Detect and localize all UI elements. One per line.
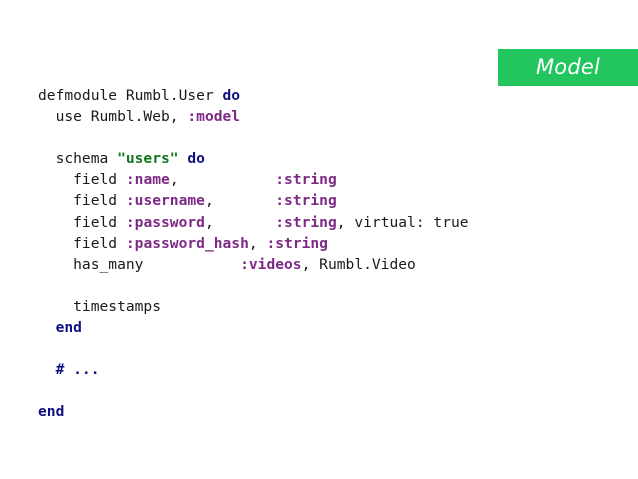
code-line bbox=[38, 338, 469, 359]
code-line: timestamps bbox=[38, 296, 469, 317]
code-line: schema "users" do bbox=[38, 148, 469, 169]
code-token-atom: :string bbox=[275, 171, 337, 189]
code-line: has_many :videos, Rumbl.Video bbox=[38, 254, 469, 275]
code-token-plain: , bbox=[204, 192, 276, 210]
code-token-atom: :string bbox=[275, 192, 337, 210]
code-token-plain bbox=[38, 361, 56, 378]
model-badge: Model bbox=[498, 49, 638, 86]
code-token-plain: defmodule Rumbl.User bbox=[38, 87, 223, 104]
code-line: # ... bbox=[38, 359, 469, 380]
code-token-plain: field bbox=[38, 171, 126, 189]
code-token-string: "users" bbox=[117, 150, 179, 168]
code-line: defmodule Rumbl.User do bbox=[38, 85, 469, 106]
code-token-comment: # ... bbox=[55, 361, 100, 379]
code-token-atom: :model bbox=[187, 108, 241, 126]
code-token-plain: use Rumbl.Web, bbox=[38, 108, 188, 126]
code-token-plain bbox=[38, 319, 56, 336]
code-token-keyword: end bbox=[38, 403, 65, 421]
code-token-keyword: do bbox=[187, 150, 205, 168]
code-token-atom: :password bbox=[125, 213, 205, 231]
code-token-atom: :password_hash bbox=[125, 234, 249, 252]
code-token-plain: , bbox=[204, 213, 276, 231]
code-line: field :name, :string bbox=[38, 169, 469, 190]
code-token-plain: , Rumbl.Video bbox=[301, 255, 416, 273]
code-token-plain: field bbox=[38, 213, 126, 231]
code-token-atom: :videos bbox=[240, 255, 302, 273]
code-line: field :password_hash, :string bbox=[38, 233, 469, 254]
code-token-plain: , bbox=[248, 234, 267, 252]
code-token-plain: , bbox=[169, 171, 276, 189]
code-line bbox=[38, 127, 469, 148]
code-line: end bbox=[38, 317, 469, 338]
code-line bbox=[38, 275, 469, 296]
model-badge-label: Model bbox=[535, 55, 601, 79]
code-token-atom: :string bbox=[266, 234, 328, 252]
code-token-plain: has_many bbox=[38, 255, 241, 273]
code-token-plain: , virtual: true bbox=[336, 213, 469, 231]
code-token-atom: :name bbox=[125, 171, 170, 189]
code-line: use Rumbl.Web, :model bbox=[38, 106, 469, 127]
code-token-plain: timestamps bbox=[38, 297, 162, 315]
code-token-plain: schema bbox=[38, 150, 118, 168]
code-line: field :password, :string, virtual: true bbox=[38, 212, 469, 233]
code-token-atom: :string bbox=[275, 213, 337, 231]
code-line bbox=[38, 380, 469, 401]
code-token-plain: field bbox=[38, 234, 126, 252]
code-token-keyword: do bbox=[222, 87, 241, 104]
code-block: defmodule Rumbl.User do use Rumbl.Web, :… bbox=[38, 85, 469, 423]
code-token-atom: :username bbox=[125, 192, 205, 210]
code-token-keyword: end bbox=[55, 319, 82, 337]
code-line: end bbox=[38, 401, 469, 422]
code-token-plain: field bbox=[38, 192, 126, 210]
code-line: field :username, :string bbox=[38, 190, 469, 211]
